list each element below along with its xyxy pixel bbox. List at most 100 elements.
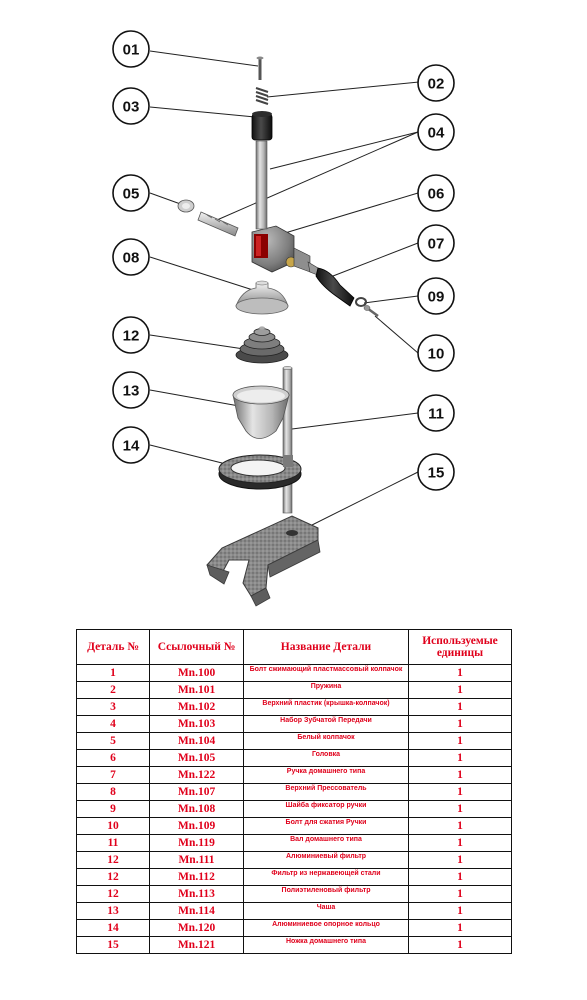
callout-circle: [112, 174, 150, 212]
part-name-cell: Головка: [243, 749, 409, 767]
callout-label: 05: [123, 186, 140, 203]
reference-number-cell: Mn.104: [149, 732, 244, 750]
part-name-cell: Вал домашнего типа: [243, 834, 409, 852]
reference-number-cell: Mn.120: [149, 919, 244, 937]
callout-08: 08: [112, 238, 150, 276]
callout-09: 09: [417, 277, 455, 315]
spring-part: [255, 87, 269, 105]
callout-circle: [112, 426, 150, 464]
callout-label: 10: [428, 346, 445, 363]
callout-11: 11: [417, 394, 455, 432]
units-cell: 1: [408, 749, 512, 767]
units-cell: 1: [408, 783, 512, 801]
units-cell: 1: [408, 817, 512, 835]
callout-circle: [417, 113, 455, 151]
callout-circle: [112, 87, 150, 125]
reference-number-cell: Mn.114: [149, 902, 244, 920]
units-cell: 1: [408, 715, 512, 733]
callout-label: 08: [123, 250, 140, 267]
head-part: [251, 225, 311, 273]
callout-label: 11: [428, 406, 444, 423]
callout-label: 06: [428, 186, 445, 203]
part-number-cell: 15: [76, 936, 150, 954]
part-number-cell: 10: [76, 817, 150, 835]
white-cap-part: [177, 199, 195, 213]
filter-part: [235, 326, 289, 364]
handle-part: [307, 261, 355, 307]
part-name-cell: Верхний Прессователь: [243, 783, 409, 801]
callout-circle: [417, 277, 455, 315]
header-part-number: Деталь №: [76, 629, 150, 665]
upper-press-part: [235, 280, 289, 315]
part-number-cell: 6: [76, 749, 150, 767]
reference-number-cell: Mn.107: [149, 783, 244, 801]
callout-label: 04: [428, 125, 445, 142]
units-cell: 1: [408, 698, 512, 716]
part-number-cell: 5: [76, 732, 150, 750]
callout-06: 06: [417, 174, 455, 212]
callout-12: 12: [112, 316, 150, 354]
part-number-cell: 3: [76, 698, 150, 716]
callout-label: 03: [123, 99, 140, 116]
part-name-cell: Шайба фиксатор ручки: [243, 800, 409, 818]
part-name-cell: Болт сжимающий пластмассовый колпачок: [243, 664, 409, 682]
callout-15: 15: [417, 453, 455, 491]
callout-circle: [112, 371, 150, 409]
part-name-cell: Алюминиевый фильтр: [243, 851, 409, 869]
top-cap-part: [251, 111, 273, 141]
part-number-cell: 7: [76, 766, 150, 784]
callout-circle: [417, 224, 455, 262]
callout-label: 15: [428, 465, 445, 482]
callout-circle: [417, 453, 455, 491]
callout-circle: [112, 30, 150, 68]
rack-part: [255, 140, 268, 230]
part-name-cell: Верхний пластик (крышка-колпачок): [243, 698, 409, 716]
header-units-used: Используемые единицы: [408, 629, 512, 665]
reference-number-cell: Mn.108: [149, 800, 244, 818]
leader-lines: [149, 50, 420, 539]
callout-label: 14: [123, 438, 140, 455]
part-name-cell: Белый колпачок: [243, 732, 409, 750]
callout-07: 07: [417, 224, 455, 262]
part-name-cell: Чаша: [243, 902, 409, 920]
units-cell: 1: [408, 732, 512, 750]
callout-04: 04: [417, 113, 455, 151]
part-number-cell: 11: [76, 834, 150, 852]
callout-03: 03: [112, 87, 150, 125]
callout-label: 01: [123, 42, 140, 59]
bolt-part: [256, 56, 264, 80]
units-cell: 1: [408, 919, 512, 937]
units-cell: 1: [408, 834, 512, 852]
callout-label: 09: [428, 289, 445, 306]
part-name-cell: Полиэтиленовый фильтр: [243, 885, 409, 903]
part-name-cell: Набор Зубчатой Передачи: [243, 715, 409, 733]
part-name-cell: Болт для сжатия Ручки: [243, 817, 409, 835]
units-cell: 1: [408, 902, 512, 920]
callout-05: 05: [112, 174, 150, 212]
callout-02: 02: [417, 64, 455, 102]
part-number-cell: 2: [76, 681, 150, 699]
part-number-cell: 13: [76, 902, 150, 920]
reference-number-cell: Mn.119: [149, 834, 244, 852]
part-name-cell: Пружина: [243, 681, 409, 699]
callout-circle: [417, 174, 455, 212]
part-name-cell: Ножка домашнего типа: [243, 936, 409, 954]
callout-14: 14: [112, 426, 150, 464]
callout-label: 07: [428, 236, 445, 253]
bowl-part: [232, 385, 290, 439]
part-name-cell: Фильтр из нержавеющей стали: [243, 868, 409, 886]
units-cell: 1: [408, 868, 512, 886]
units-cell: 1: [408, 885, 512, 903]
part-number-cell: 12: [76, 868, 150, 886]
